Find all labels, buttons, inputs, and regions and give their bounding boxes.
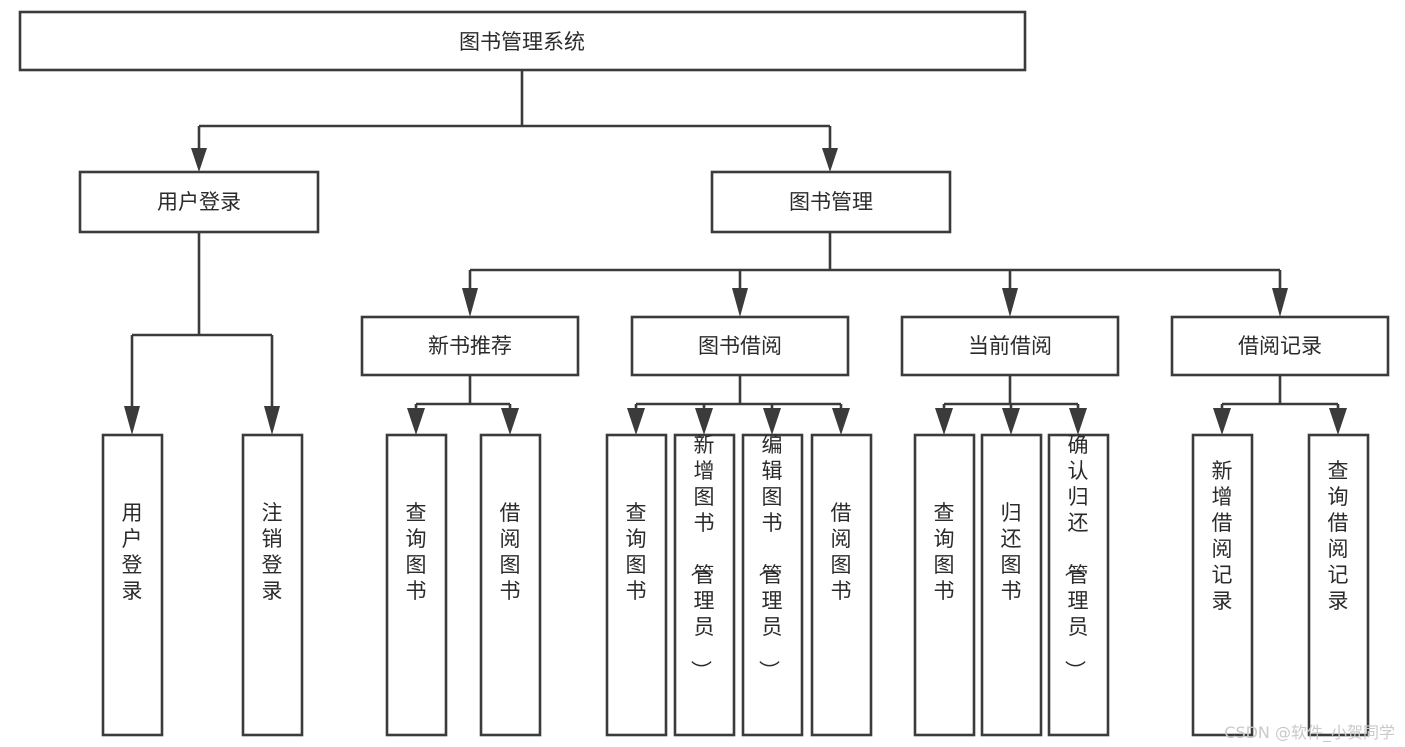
leaf-logout-box[interactable] — [241, 433, 304, 737]
node-user-login-label: 用户登录 — [157, 190, 241, 214]
arrowhead-borrow-records — [1272, 288, 1288, 317]
leaf-node[interactable]: 新增借阅记录 — [1191, 433, 1254, 737]
leaf-current-confirm-return-label: 确认归还（管理员） — [1063, 433, 1089, 681]
leaf-node[interactable]: 编辑图书（管理员） — [741, 433, 804, 737]
node-current-borrow[interactable]: 当前借阅 — [900, 315, 1120, 377]
leaf-user-login-box[interactable] — [101, 433, 164, 737]
arrowhead-current-borrow — [1002, 288, 1018, 317]
leaf-current-confirm-return-box[interactable] — [1047, 433, 1110, 737]
leaf-node[interactable]: 新增图书（管理员） — [673, 433, 736, 737]
arrowhead-current-leaf-3 — [1069, 408, 1087, 435]
arrowhead-borrow-leaf-3 — [763, 408, 781, 435]
arrowhead-book-borrow — [732, 288, 748, 317]
node-book-management[interactable]: 图书管理 — [710, 170, 952, 234]
node-user-login-box[interactable] — [78, 170, 320, 234]
leaf-borrow-edit-book-box[interactable] — [741, 433, 804, 737]
leaf-borrow-borrow-book-label: 借阅图书 — [831, 501, 852, 603]
leaf-node[interactable]: 查询图书 — [913, 433, 976, 737]
node-book-borrow-box[interactable] — [630, 315, 850, 377]
node-borrow-records-box[interactable] — [1170, 315, 1390, 377]
arrowhead-records-leaf-1 — [1213, 408, 1231, 435]
leaf-user-login-label: 用户登录 — [122, 501, 143, 603]
leaf-node[interactable]: 归还图书 — [980, 433, 1043, 737]
arrowhead-borrow-leaf-1 — [627, 408, 645, 435]
node-book-management-box[interactable] — [710, 170, 952, 234]
leaf-newbook-query-box[interactable] — [385, 433, 448, 737]
node-book-management-label: 图书管理 — [789, 190, 873, 214]
arrowhead-borrow-leaf-4 — [832, 408, 850, 435]
arrowhead-leaf-logout — [264, 406, 280, 435]
node-book-borrow-label: 图书借阅 — [698, 334, 782, 358]
leaf-borrow-query-label: 查询图书 — [626, 501, 647, 603]
leaf-node[interactable]: 用户登录 — [101, 433, 164, 737]
leaf-newbook-borrow-label: 借阅图书 — [500, 501, 521, 603]
arrowhead-newbook-leaf-2 — [501, 408, 519, 435]
arrowhead-current-leaf-1 — [935, 408, 953, 435]
node-root-box[interactable] — [18, 10, 1027, 72]
leaf-node[interactable]: 注销登录 — [241, 433, 304, 737]
leaf-node[interactable]: 查询图书 — [605, 433, 668, 737]
leaf-borrow-add-book-box[interactable] — [673, 433, 736, 737]
leaf-node[interactable]: 查询图书 — [385, 433, 448, 737]
arrowhead-leaf-user-login — [124, 406, 140, 435]
leaf-newbook-borrow-box[interactable] — [479, 433, 542, 737]
leaf-borrow-add-book-label: 新增图书（管理员） — [689, 433, 715, 681]
leaf-records-query-label: 查询借阅记录 — [1328, 459, 1349, 613]
node-user-login[interactable]: 用户登录 — [78, 170, 320, 234]
arrowhead-new-book-rec — [462, 288, 478, 317]
leaf-newbook-query-label: 查询图书 — [406, 501, 427, 603]
leaf-borrow-borrow-book-box[interactable] — [810, 433, 873, 737]
leaf-node[interactable]: 确认归还（管理员） — [1047, 433, 1110, 737]
leaf-current-return-label: 归还图书 — [1001, 501, 1022, 603]
node-root-label: 图书管理系统 — [459, 30, 585, 54]
node-borrow-records[interactable]: 借阅记录 — [1170, 315, 1390, 377]
csdn-watermark: CSDN @软件_小贺同学 — [1224, 723, 1395, 742]
leaf-node[interactable]: 查询借阅记录 — [1307, 433, 1370, 737]
arrowhead-book-mgmt — [822, 148, 838, 172]
leaf-records-add-label: 新增借阅记录 — [1212, 459, 1233, 613]
leaf-current-return-box[interactable] — [980, 433, 1043, 737]
leaf-current-query-label: 查询图书 — [934, 501, 955, 603]
leaf-node[interactable]: 借阅图书 — [810, 433, 873, 737]
node-borrow-records-label: 借阅记录 — [1238, 334, 1322, 358]
leaf-node[interactable]: 借阅图书 — [479, 433, 542, 737]
leaf-logout-label: 注销登录 — [262, 501, 283, 603]
leaf-records-query-box[interactable] — [1307, 433, 1370, 737]
node-new-book-recommend-box[interactable] — [360, 315, 580, 377]
leaf-current-query-box[interactable] — [913, 433, 976, 737]
node-current-borrow-box[interactable] — [900, 315, 1120, 377]
arrowhead-newbook-leaf-1 — [407, 408, 425, 435]
node-book-borrow[interactable]: 图书借阅 — [630, 315, 850, 377]
node-root[interactable]: 图书管理系统 — [18, 10, 1027, 72]
node-new-book-recommend-label: 新书推荐 — [428, 334, 512, 358]
arrowhead-user-login — [191, 148, 207, 172]
arrowhead-records-leaf-2 — [1329, 408, 1347, 435]
connector-layer — [124, 70, 1347, 435]
node-new-book-recommend[interactable]: 新书推荐 — [360, 315, 580, 377]
leaf-records-add-box[interactable] — [1191, 433, 1254, 737]
leaf-borrow-edit-book-label: 编辑图书（管理员） — [757, 433, 783, 681]
node-current-borrow-label: 当前借阅 — [968, 334, 1052, 358]
leaf-borrow-query-box[interactable] — [605, 433, 668, 737]
arrowhead-borrow-leaf-2 — [695, 408, 713, 435]
arrowhead-current-leaf-2 — [1002, 408, 1020, 435]
